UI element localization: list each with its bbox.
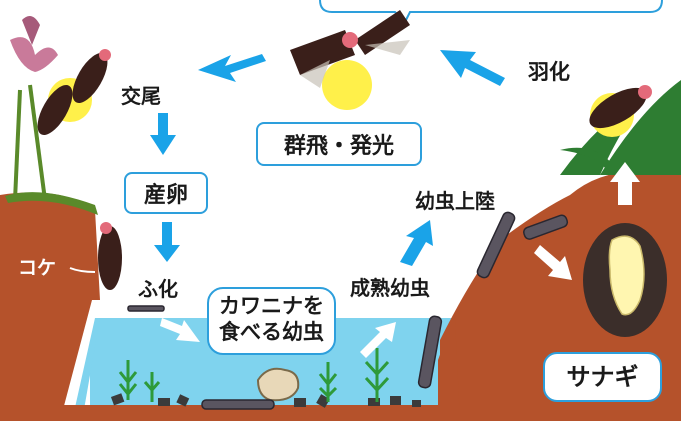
firefly-left — [37, 49, 111, 135]
top-speech-bubble — [319, 0, 663, 24]
firefly-bank — [98, 222, 122, 290]
label-eggs: 産卵 — [124, 172, 208, 214]
cycle-arrows — [150, 50, 640, 358]
pebbles — [110, 393, 421, 408]
arrow-mating-to-eggs — [150, 113, 176, 155]
bank-edge-blue — [72, 318, 100, 421]
label-mature-larva: 成熟幼虫 — [350, 276, 430, 300]
arrow-water-to-mature — [360, 322, 396, 358]
left-bank — [0, 192, 100, 421]
label-moss: コケ — [18, 257, 57, 279]
arrow-pupa-to-emergence — [610, 162, 640, 205]
water-plants — [118, 348, 390, 402]
pupa — [608, 235, 645, 316]
arrow-hatching-to-water — [160, 318, 200, 342]
label-emergence: 羽化 — [528, 60, 570, 84]
right-hill-shore — [438, 320, 460, 421]
label-hatching: ふ化 — [138, 277, 178, 301]
iris-flower — [10, 16, 58, 201]
label-larva-landing: 幼虫上陸 — [415, 189, 495, 213]
label-pupa: サナギ — [543, 352, 662, 402]
larva-eating-line2: 食べる幼虫 — [219, 320, 324, 344]
firefly-top — [290, 10, 410, 110]
firefly-right — [589, 85, 652, 137]
label-larva-eating: カワニナを 食べる幼虫 — [207, 287, 336, 355]
arrow-emergence-to-swarm — [440, 50, 505, 86]
label-mating: 交尾 — [121, 84, 161, 108]
bank-edge-white — [60, 300, 102, 421]
larva-eating-line1: カワニナを — [219, 294, 324, 318]
moss-pointer-line — [69, 267, 96, 273]
arrow-mature-to-landing — [400, 220, 433, 266]
arrow-swarm-to-mating — [198, 54, 266, 82]
snail-shell — [256, 367, 300, 402]
bottom-soil — [0, 405, 681, 421]
arrow-eggs-to-hatching — [154, 222, 180, 262]
label-swarm-glow: 群飛・発光 — [256, 122, 422, 166]
arrow-landing-to-pupa — [534, 245, 572, 280]
larvae — [127, 211, 569, 410]
left-bank-grass-edge — [5, 192, 98, 215]
